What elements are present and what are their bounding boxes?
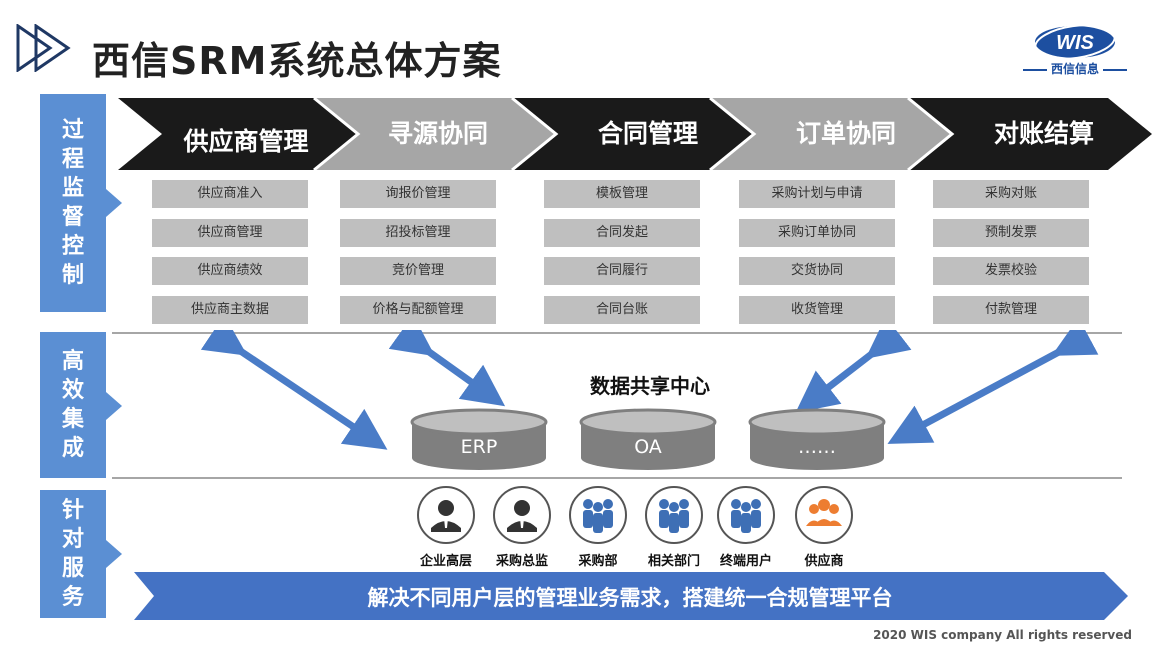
stage-1-item-1: 供应商准入 [152, 180, 308, 208]
stage-label-3: 合同管理 [597, 119, 698, 148]
stage-4-item-4: 收货管理 [739, 296, 895, 324]
role-end-users-label: 终端用户 [719, 554, 772, 569]
role-director-label: 采购总监 [495, 554, 548, 569]
stage-1-item-4: 供应商主数据 [152, 296, 308, 324]
stage-label-4: 订单协同 [795, 119, 896, 148]
side-label-integration: 高效集成 [40, 332, 106, 478]
stage-label-5: 对账结算 [993, 119, 1094, 148]
stage-4-item-1: 采购计划与申请 [739, 180, 895, 208]
logo-brand: WIS [1056, 32, 1094, 54]
side-label-process-text: 过程监督控制 [61, 118, 84, 288]
copyright-footer: 2020 WIS company All rights reserved [873, 628, 1132, 642]
role-executive: 企业高层 [406, 486, 486, 569]
stage-2-item-1: 询报价管理 [340, 180, 496, 208]
stage-3-item-2: 合同发起 [544, 219, 700, 247]
group-icon [717, 486, 775, 544]
logo-caption: 西信信息 [1015, 60, 1135, 77]
process-chevrons [118, 96, 1152, 172]
page-title: 西信SRM系统总体方案 [92, 39, 502, 83]
company-logo: WIS [1015, 22, 1135, 78]
stage-1-item-2: 供应商管理 [152, 219, 308, 247]
stage-label-2: 寻源协同 [387, 119, 488, 148]
chevron-stage-4 [712, 98, 954, 170]
database-erp [410, 408, 548, 470]
bidirectional-arrows [200, 330, 1099, 450]
executive-icon [417, 486, 475, 544]
role-end-users: 终端用户 [706, 486, 786, 569]
role-purchasing-dept: 采购部 [558, 486, 638, 569]
supplier-group-icon [795, 486, 853, 544]
side-label-integration-text: 高效集成 [61, 349, 84, 461]
side-label-service-text: 针对服务 [61, 498, 84, 610]
stage-5-item-1: 采购对账 [933, 180, 1089, 208]
database-other-label: …… [798, 436, 836, 458]
side-label-process: 过程监督控制 [40, 94, 106, 312]
side-label-service: 针对服务 [40, 490, 106, 618]
database-erp-label: ERP [460, 436, 498, 458]
stage-5-item-2: 预制发票 [933, 219, 1089, 247]
stage-1-item-3: 供应商绩效 [152, 257, 308, 285]
stage-3-item-1: 模板管理 [544, 180, 700, 208]
database-oa [579, 408, 717, 470]
chevron-stage-5 [910, 98, 1152, 170]
database-other [748, 408, 886, 470]
side-arrow-integration [106, 392, 122, 420]
stage-5-item-3: 发票校验 [933, 257, 1089, 285]
group-icon [569, 486, 627, 544]
divider-top [112, 332, 1122, 334]
play-outline-icon [16, 24, 71, 72]
banner-text: 解决不同用户层的管理业务需求，搭建统一合规管理平台 [367, 586, 893, 610]
chevron-stage-2 [316, 98, 558, 170]
role-executive-label: 企业高层 [419, 554, 472, 569]
stage-3-item-4: 合同台账 [544, 296, 700, 324]
stage-2-item-2: 招投标管理 [340, 219, 496, 247]
stage-2-item-4: 价格与配额管理 [340, 296, 496, 324]
logo-caption-text: 西信信息 [1050, 62, 1099, 76]
data-center-title: 数据共享中心 [590, 374, 710, 398]
role-purchasing-dept-label: 采购部 [578, 554, 618, 569]
group-icon [645, 486, 703, 544]
stage-2-item-3: 竞价管理 [340, 257, 496, 285]
stage-4-item-3: 交货协同 [739, 257, 895, 285]
chevron-stage-1 [118, 98, 360, 170]
side-arrow-service [106, 540, 122, 568]
database-oa-label: OA [634, 436, 662, 458]
role-supplier-label: 供应商 [804, 554, 844, 569]
side-arrow-process [106, 189, 122, 217]
role-director: 采购总监 [482, 486, 562, 569]
director-icon [493, 486, 551, 544]
stage-label-1: 供应商管理 [183, 127, 309, 156]
role-supplier: 供应商 [784, 486, 864, 569]
role-related-depts: 相关部门 [634, 486, 714, 569]
stage-5-item-4: 付款管理 [933, 296, 1089, 324]
role-related-depts-label: 相关部门 [647, 554, 700, 569]
integration-diagram [200, 330, 1099, 470]
stage-4-item-2: 采购订单协同 [739, 219, 895, 247]
chevron-stage-3 [514, 98, 756, 170]
divider-bottom [112, 477, 1122, 479]
stage-3-item-3: 合同履行 [544, 257, 700, 285]
banner-arrow [134, 572, 1128, 620]
